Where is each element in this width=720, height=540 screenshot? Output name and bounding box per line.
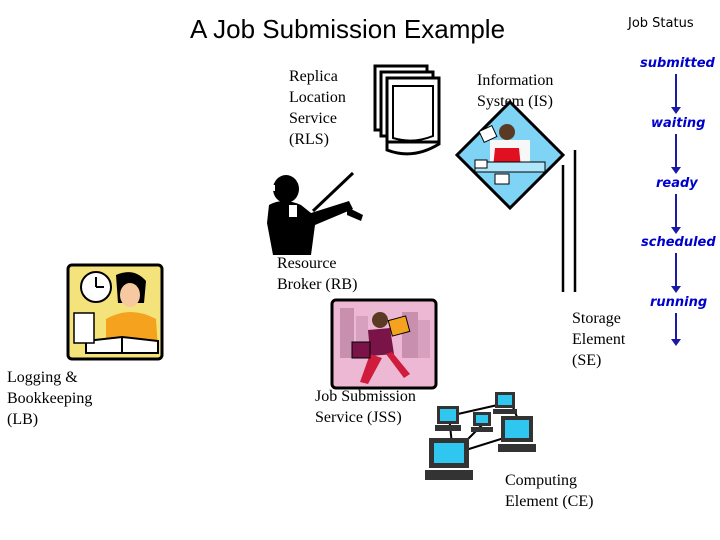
- logging-bookkeeping-icon: [66, 263, 164, 361]
- status-arrowhead-scheduled-to-running: [671, 286, 681, 293]
- job-status-heading: Job Status: [628, 16, 694, 31]
- status-ready: ready: [656, 176, 698, 191]
- information-system-icon: [454, 99, 566, 211]
- rls-documents-icon: [373, 64, 441, 156]
- is-label: Information System (IS): [477, 72, 554, 110]
- rb-label: Resource Broker (RB): [277, 255, 358, 293]
- status-waiting: waiting: [651, 116, 706, 131]
- lb-label: Logging & Bookkeeping (LB): [7, 369, 93, 428]
- status-arrowhead-waiting-to-ready: [671, 167, 681, 174]
- rls-label: Replica Location Service (RLS): [289, 68, 346, 148]
- resource-broker-conductor-icon: [265, 171, 363, 255]
- status-arrowhead-running-end: [671, 339, 681, 346]
- status-submitted: submitted: [640, 56, 715, 71]
- se-label: Storage Element (SE): [572, 310, 626, 369]
- computing-element-network-icon: [425, 392, 536, 480]
- jss-label: Job Submission Service (JSS): [315, 388, 416, 426]
- status-arrowhead-ready-to-scheduled: [671, 227, 681, 234]
- status-scheduled: scheduled: [641, 235, 716, 250]
- status-arrowhead-submitted-to-waiting: [671, 107, 681, 114]
- ce-label: Computing Element (CE): [505, 472, 594, 510]
- job-submission-service-icon: [330, 298, 438, 390]
- page-title: A Job Submission Example: [190, 14, 506, 44]
- status-running: running: [650, 295, 708, 310]
